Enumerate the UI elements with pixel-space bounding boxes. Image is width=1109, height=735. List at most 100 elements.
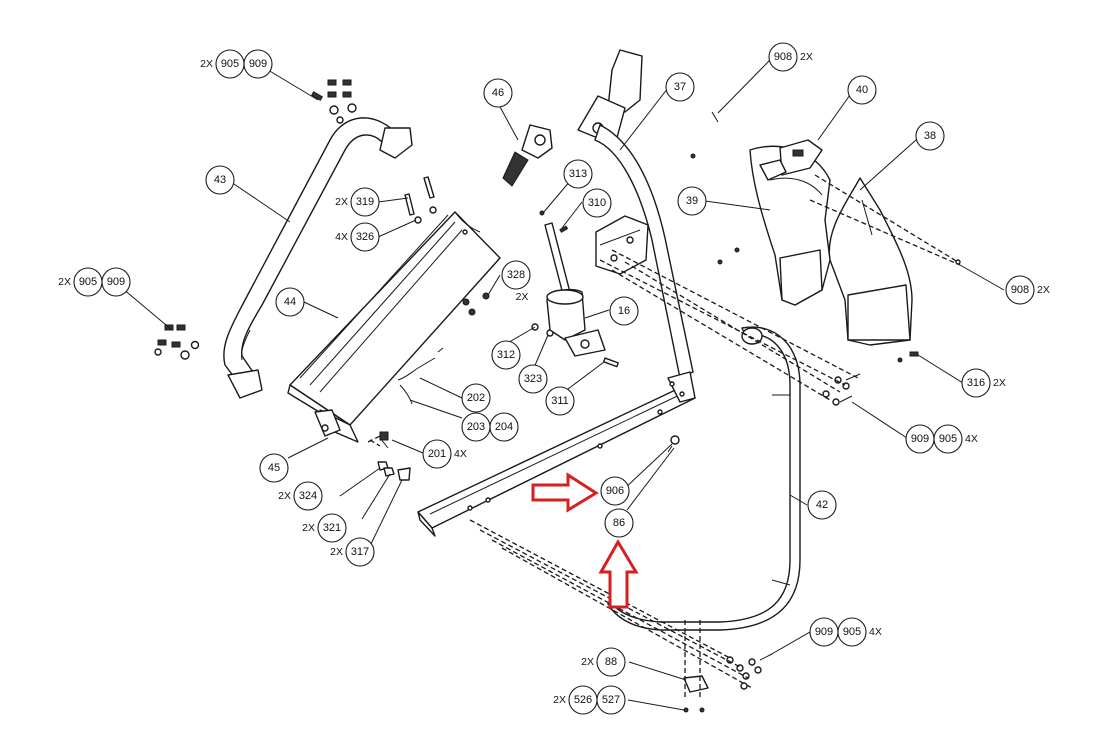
callout-number: 42 <box>816 499 828 511</box>
quantity-label: 2X <box>993 377 1006 389</box>
quantity-label: 4X <box>335 231 348 243</box>
callout-bubble <box>609 296 639 326</box>
callout-39: 39 <box>677 186 707 216</box>
quantity-label: 2X <box>330 546 343 558</box>
actuator-part <box>544 222 606 357</box>
quantity-label: 2X <box>553 694 566 706</box>
callout-bubble <box>461 383 491 413</box>
callout-number: 323 <box>524 373 542 385</box>
callout-bubble <box>563 159 593 189</box>
quantity-label: 2X <box>800 51 813 63</box>
callout-44: 44 <box>275 287 305 317</box>
quantity-label: 2X <box>516 291 529 303</box>
highlight-arrows <box>531 472 639 609</box>
callout-number: 905 <box>843 626 861 638</box>
callout-number: 321 <box>323 522 341 534</box>
nuts-328 <box>462 292 490 316</box>
callout-bubble <box>243 49 273 79</box>
callout-bubble <box>915 121 945 151</box>
bolt-906 <box>667 435 680 453</box>
callout-number: 310 <box>588 197 606 209</box>
control-handle-part <box>502 124 553 187</box>
callout-bubble <box>317 513 347 543</box>
callout-number: 37 <box>674 81 686 93</box>
callout-number: 40 <box>856 84 868 96</box>
callout-bubble <box>205 165 235 195</box>
callout-bubble <box>768 42 798 72</box>
callout-number: 328 <box>507 269 525 281</box>
callout-311: 311 <box>545 386 575 416</box>
bolts-909-905-lower <box>726 653 773 690</box>
callout-326: 326 4X <box>335 222 380 252</box>
callout-42: 42 <box>807 490 837 520</box>
highlight-arrow-up <box>598 539 639 609</box>
leader-lines <box>115 59 1005 711</box>
callout-bubble <box>961 368 991 398</box>
quantity-label: 4X <box>965 433 978 445</box>
callout-number: 326 <box>356 231 374 243</box>
u-frame-part <box>607 326 801 631</box>
callout-38: 38 <box>915 121 945 151</box>
callout-number: 311 <box>551 395 569 407</box>
callout-202: 202 <box>461 383 491 413</box>
callout-number: 201 <box>428 448 446 460</box>
callout-203-204: 203 204 <box>461 412 519 442</box>
callout-number: 46 <box>492 87 504 99</box>
callout-319: 319 2X <box>335 187 380 217</box>
callout-bubble <box>596 685 626 715</box>
callout-324: 324 2X <box>278 481 323 511</box>
callout-number: 319 <box>356 196 374 208</box>
shroud-38-part <box>828 177 913 346</box>
callout-number: 45 <box>268 462 280 474</box>
callout-number: 202 <box>467 392 485 404</box>
main-mast-part <box>577 49 694 379</box>
callout-number: 909 <box>911 433 929 445</box>
callout-number: 908 <box>774 51 792 63</box>
callout-bubble <box>422 439 452 469</box>
quantity-label: 2X <box>335 196 348 208</box>
callout-number: 313 <box>569 168 587 180</box>
bracket-45-part <box>314 409 341 437</box>
callout-bubble <box>677 186 707 216</box>
callout-86: 86 <box>604 508 634 538</box>
callout-number: 909 <box>107 276 125 288</box>
callout-number: 203 <box>467 421 485 433</box>
parts-drawing <box>154 49 961 713</box>
callout-number: 909 <box>249 58 267 70</box>
callout-bubble <box>604 508 634 538</box>
callout-number: 527 <box>602 694 620 706</box>
callout-number: 312 <box>497 349 515 361</box>
callout-number: 324 <box>299 490 317 502</box>
callout-37: 37 <box>665 72 695 102</box>
bolts-319 <box>404 176 437 224</box>
hardware-324-321-317 <box>377 461 411 481</box>
base-beam-part <box>417 371 696 537</box>
hardware-right <box>690 111 961 363</box>
callout-16: 16 <box>609 296 639 326</box>
callout-bubble <box>350 222 380 252</box>
callout-bubble <box>1005 275 1035 305</box>
callout-number: 909 <box>815 626 833 638</box>
callout-number: 204 <box>495 421 513 433</box>
quantity-label: 4X <box>869 626 882 638</box>
callout-number: 908 <box>1011 284 1029 296</box>
callout-number: 86 <box>613 517 625 529</box>
bolts-909-905-upper <box>822 373 861 406</box>
hardware-top-left <box>310 79 357 124</box>
callout-bubble <box>489 412 519 442</box>
callout-328: 328 2X <box>501 260 531 303</box>
callout-bubble <box>545 386 575 416</box>
callout-40: 40 <box>847 75 877 105</box>
callout-number: 39 <box>686 195 698 207</box>
callout-number: 905 <box>79 276 97 288</box>
callout-number: 526 <box>574 694 592 706</box>
quantity-label: 2X <box>278 490 291 502</box>
callout-43: 43 <box>205 165 235 195</box>
